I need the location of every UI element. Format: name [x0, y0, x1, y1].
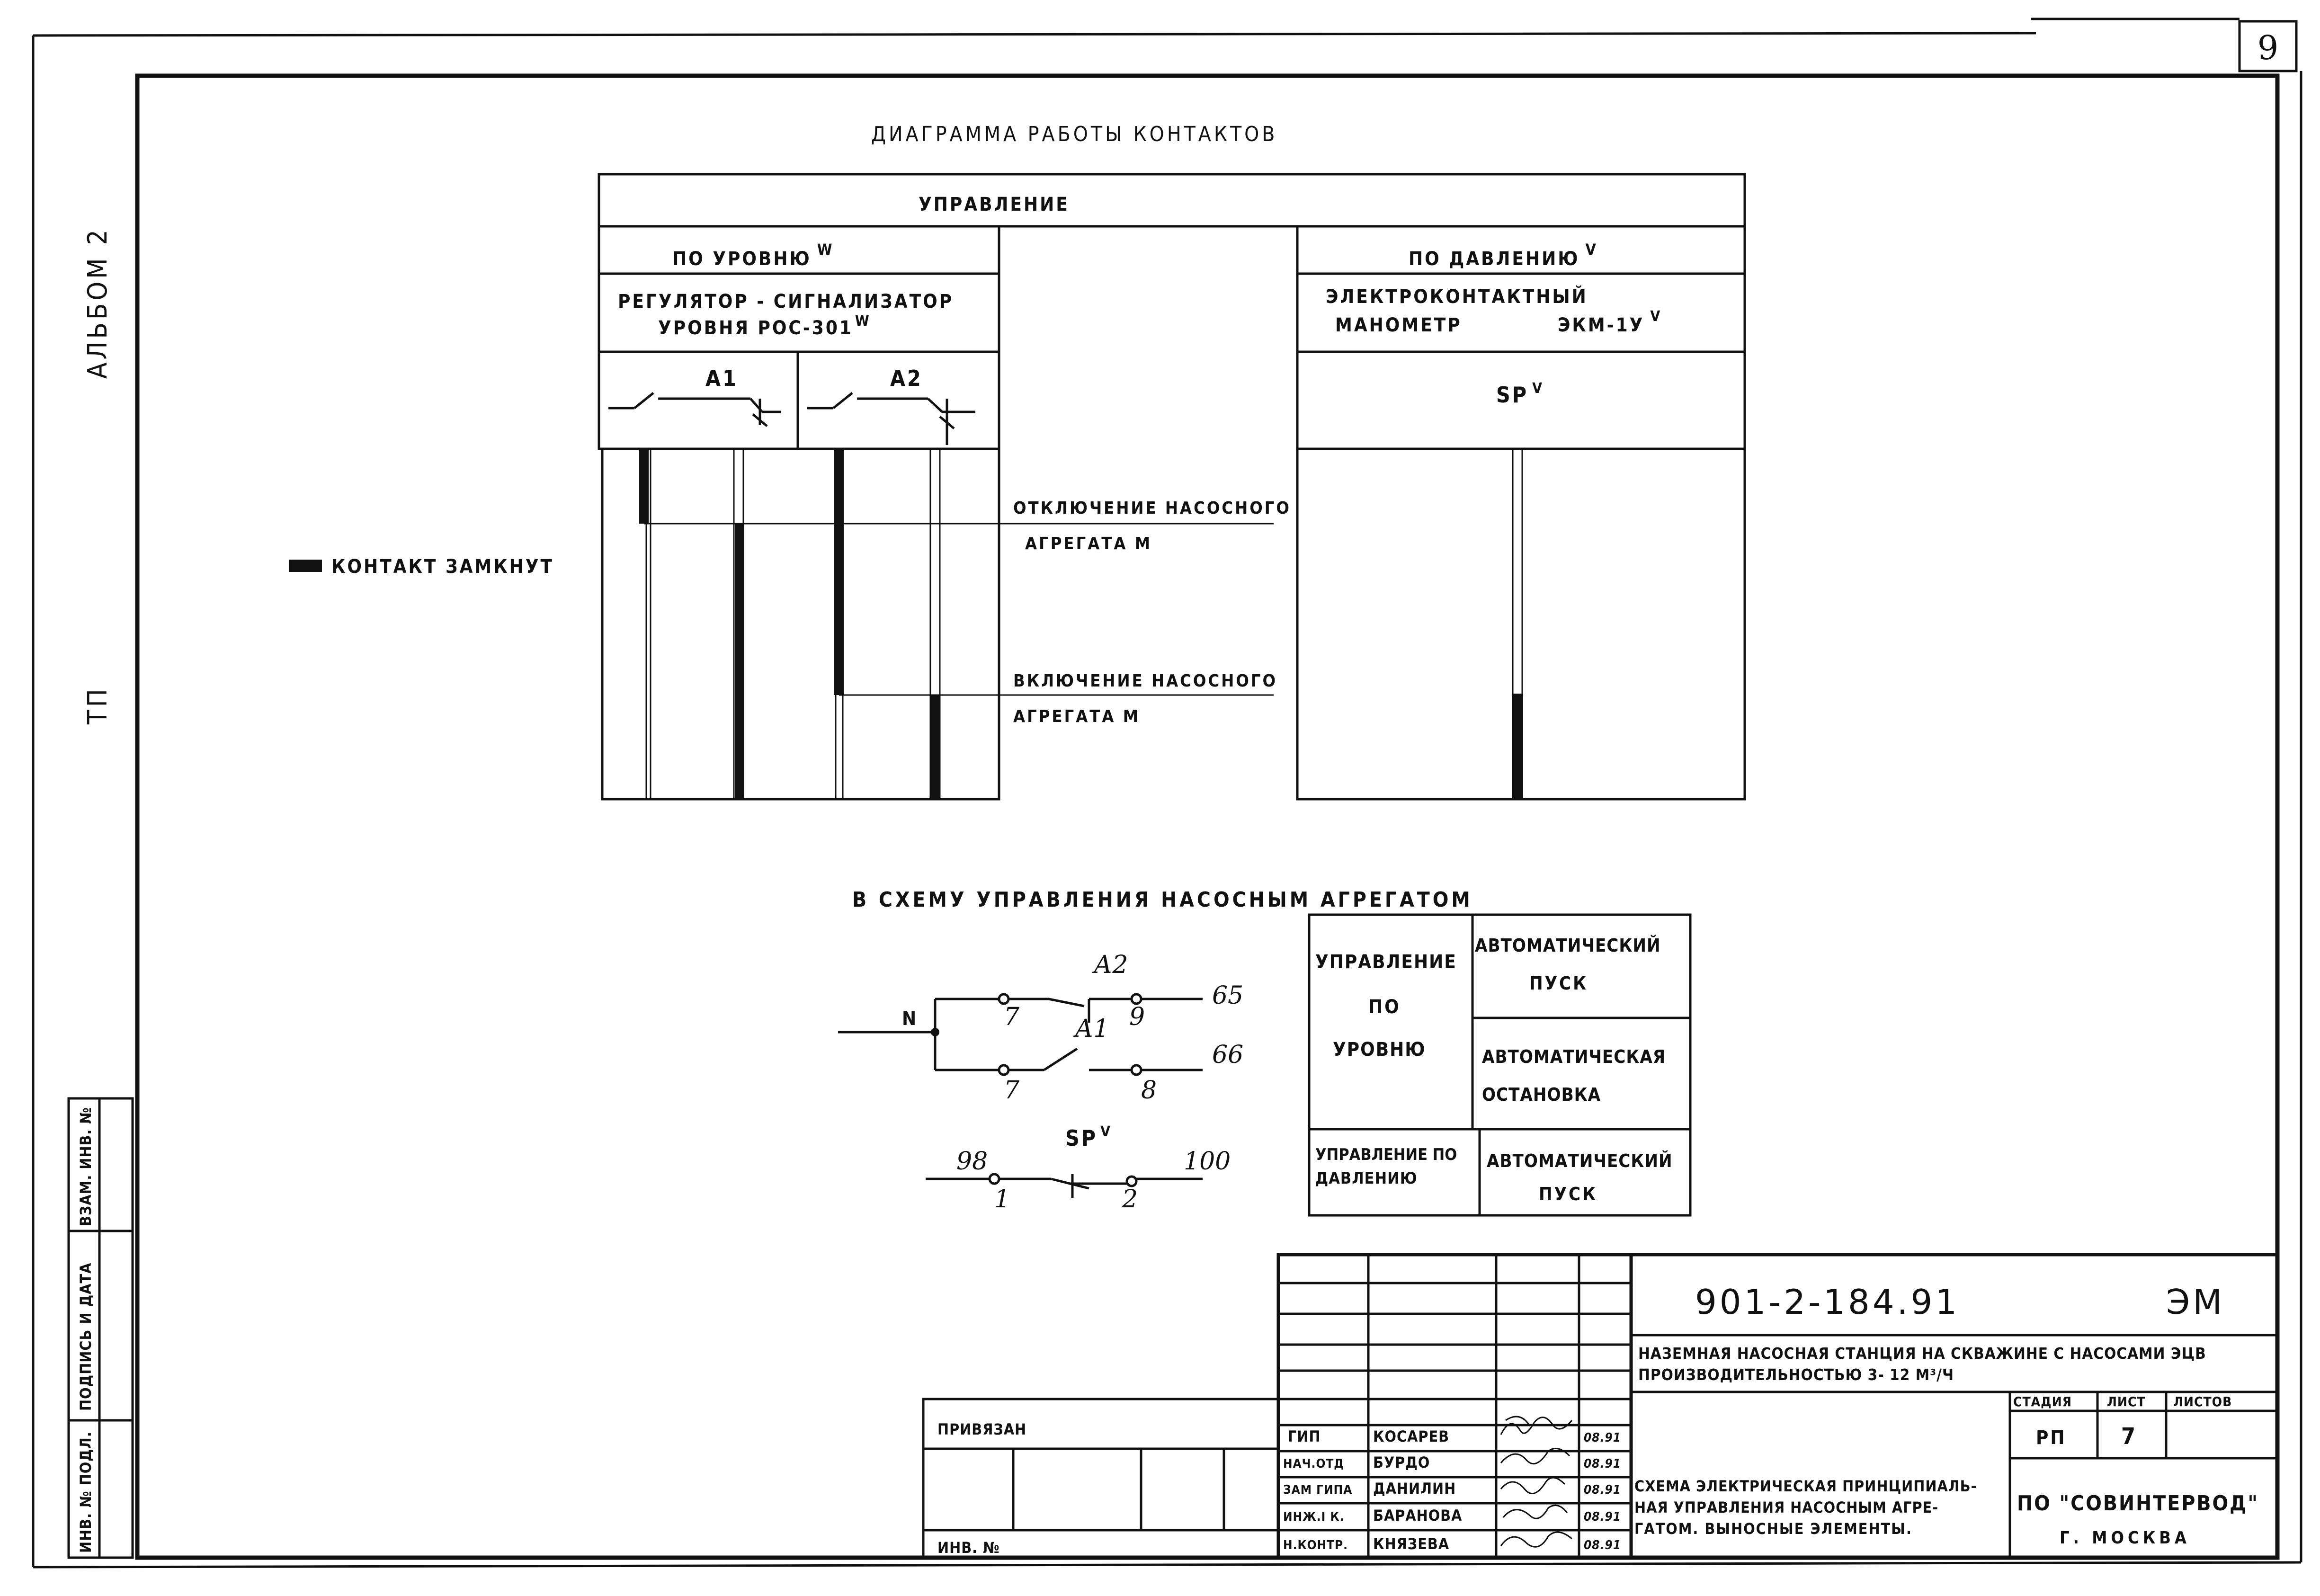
- mode-auto-start-2: ПУСК: [1529, 973, 1588, 994]
- off-line1: ОТКЛЮЧЕНИЕ НАСОСНОГО: [1013, 499, 1291, 518]
- mode-level-2: ПО: [1368, 996, 1401, 1018]
- sheet-value: 7: [2121, 1423, 2137, 1450]
- contact-a1-label: А1: [705, 366, 738, 391]
- contact-a2-symbol: [807, 392, 975, 445]
- org-city: Г. МОСКВА: [2060, 1528, 2190, 1548]
- term-2-label: 2: [1122, 1185, 1138, 1213]
- album-label: АЛЬБОМ 2: [82, 227, 113, 379]
- on-line2: АГРЕГАТА М: [1013, 707, 1140, 726]
- pressure-device-line1: ЭЛЕКТРОКОНТАКТНЫЙ: [1326, 285, 1588, 308]
- podpis-label: ПОДПИСЬ И ДАТА: [77, 1263, 95, 1411]
- signer-name: КНЯЗЕВА: [1373, 1535, 1449, 1553]
- stage-header: СТАДИЯ: [2013, 1394, 2072, 1409]
- contact-scheme: [838, 993, 1203, 1198]
- mode-level-3: УРОВНЮ: [1333, 1039, 1426, 1061]
- signer-date: 08.91: [1584, 1538, 1621, 1552]
- legend-swatch: [289, 560, 322, 572]
- signer-role: ЗАМ ГИПА: [1283, 1483, 1352, 1497]
- signer-date: 08.91: [1584, 1457, 1621, 1471]
- signer-role: ИНЖ.I К.: [1283, 1510, 1345, 1524]
- wire-66-label: 66: [1212, 1041, 1243, 1069]
- diagram-title: ДИАГРАММА РАБОТЫ КОНТАКТОВ: [871, 122, 1277, 146]
- mode-p-start-2: ПУСК: [1539, 1184, 1597, 1204]
- mode-auto-stop-1: АВТОМАТИЧЕСКАЯ: [1482, 1046, 1666, 1067]
- privyazan-label: ПРИВЯЗАН: [937, 1420, 1026, 1438]
- mode-level-1: УПРАВЛЕНИЕ: [1315, 951, 1457, 973]
- signer-role: Н.КОНТР.: [1283, 1538, 1348, 1552]
- term-9-label: 9: [1129, 1003, 1145, 1031]
- doc-code: 901-2-184.91: [1695, 1282, 1960, 1322]
- control-header: УПРАВЛЕНИЕ: [919, 194, 1070, 215]
- signer-name: БАРАНОВА: [1373, 1507, 1462, 1525]
- sheets-header: ЛИСТОВ: [2173, 1394, 2232, 1409]
- signer-name: ДАНИЛИН: [1373, 1480, 1456, 1498]
- mode-auto-start-1: АВТОМАТИЧЕСКИЙ: [1475, 935, 1661, 956]
- mode-table-grid: [1308, 913, 1692, 1217]
- inv-no-label: ИНВ. №: [937, 1539, 1000, 1557]
- mode-p-start-1: АВТОМАТИЧЕСКИЙ: [1487, 1150, 1673, 1171]
- wire-65-label: 65: [1212, 981, 1243, 1010]
- doc-mark: ЭМ: [2166, 1282, 2225, 1322]
- legend-text: КОНТАКТ ЗАМКНУТ: [331, 556, 554, 578]
- scheme-title: В СХЕМУ УПРАВЛЕНИЯ НАСОСНЫМ АГРЕГАТОМ: [852, 888, 1473, 912]
- signer-role: ГИП: [1288, 1427, 1321, 1445]
- drawing-line3: ГАТОМ. ВЫНОСНЫЕ ЭЛЕМЕНТЫ.: [1634, 1520, 1912, 1538]
- drawing-line1: СХЕМА ЭЛЕКТРИЧЕСКАЯ ПРИНЦИПИАЛЬ-: [1634, 1477, 1977, 1495]
- mode-pressure-1: УПРАВЛЕНИЕ ПО: [1315, 1145, 1457, 1164]
- contact-a1-symbol: [608, 392, 781, 427]
- wire-98-label: 98: [956, 1147, 988, 1176]
- mode-auto-stop-2: ОСТАНОВКА: [1482, 1084, 1601, 1105]
- project-line2: ПРОИЗВОДИТЕЛЬНОСТЬЮ 3- 12 М³/Ч: [1638, 1365, 1954, 1384]
- term-8-label: 8: [1141, 1076, 1157, 1105]
- side-stamp: [67, 1097, 134, 1559]
- level-device-line1: РЕГУЛЯТОР - СИГНАЛИЗАТОР: [618, 291, 954, 312]
- n-node-dot: [931, 1028, 939, 1036]
- signer-date: 08.91: [1584, 1431, 1621, 1445]
- signer-name: БУРДО: [1373, 1453, 1430, 1471]
- stage-value: РП: [2036, 1427, 2066, 1449]
- tp-label: ТП: [82, 686, 113, 725]
- term-7b-label: 7: [1004, 1076, 1020, 1105]
- term-7a-label: 7: [1004, 1003, 1020, 1031]
- on-line1: ВКЛЮЧЕНИЕ НАСОСНОГО: [1013, 671, 1277, 691]
- signer-role: НАЧ.ОТД: [1283, 1457, 1344, 1471]
- wire-100-label: 100: [1184, 1147, 1231, 1176]
- term-1-label: 1: [994, 1185, 1010, 1213]
- org-name: ПО "СОВИНТЕРВОД": [2017, 1491, 2259, 1516]
- a1-label: А1: [1073, 1015, 1109, 1043]
- project-line1: НАЗЕМНАЯ НАСОСНАЯ СТАНЦИЯ НА СКВАЖИНЕ С …: [1638, 1344, 2206, 1363]
- n-label: N: [902, 1008, 918, 1030]
- vzam-label: ВЗАМ. ИНВ. №: [77, 1107, 95, 1226]
- contact-diagram-grid: [598, 173, 1746, 801]
- signers: ГИП КОСАРЕВ 08.91 НАЧ.ОТД БУРДО 08.91 ЗА…: [1283, 1427, 1621, 1553]
- a2-label: А2: [1092, 951, 1128, 979]
- drawing-line2: НАЯ УПРАВЛЕНИЯ НАСОСНЫМ АГРЕ-: [1634, 1498, 1938, 1516]
- contact-a2-label: А2: [890, 366, 923, 391]
- page-number: 9: [2258, 28, 2279, 67]
- title-block-grid: [922, 1253, 2279, 1560]
- signer-date: 08.91: [1584, 1510, 1621, 1524]
- mode-pressure-2: ДАВЛЕНИЮ: [1315, 1169, 1418, 1188]
- timing-bars: [639, 449, 1523, 799]
- handwritten-signatures: [1500, 1416, 1573, 1548]
- sheet-header: ЛИСТ: [2107, 1394, 2146, 1409]
- signer-date: 08.91: [1584, 1483, 1621, 1497]
- off-line2: АГРЕГАТА М: [1025, 534, 1152, 553]
- signer-name: КОСАРЕВ: [1373, 1427, 1449, 1445]
- pressure-device-line2: МАНОМЕТР: [1335, 314, 1462, 336]
- inv-podl-label: ИНВ. № ПОДЛ.: [77, 1431, 95, 1553]
